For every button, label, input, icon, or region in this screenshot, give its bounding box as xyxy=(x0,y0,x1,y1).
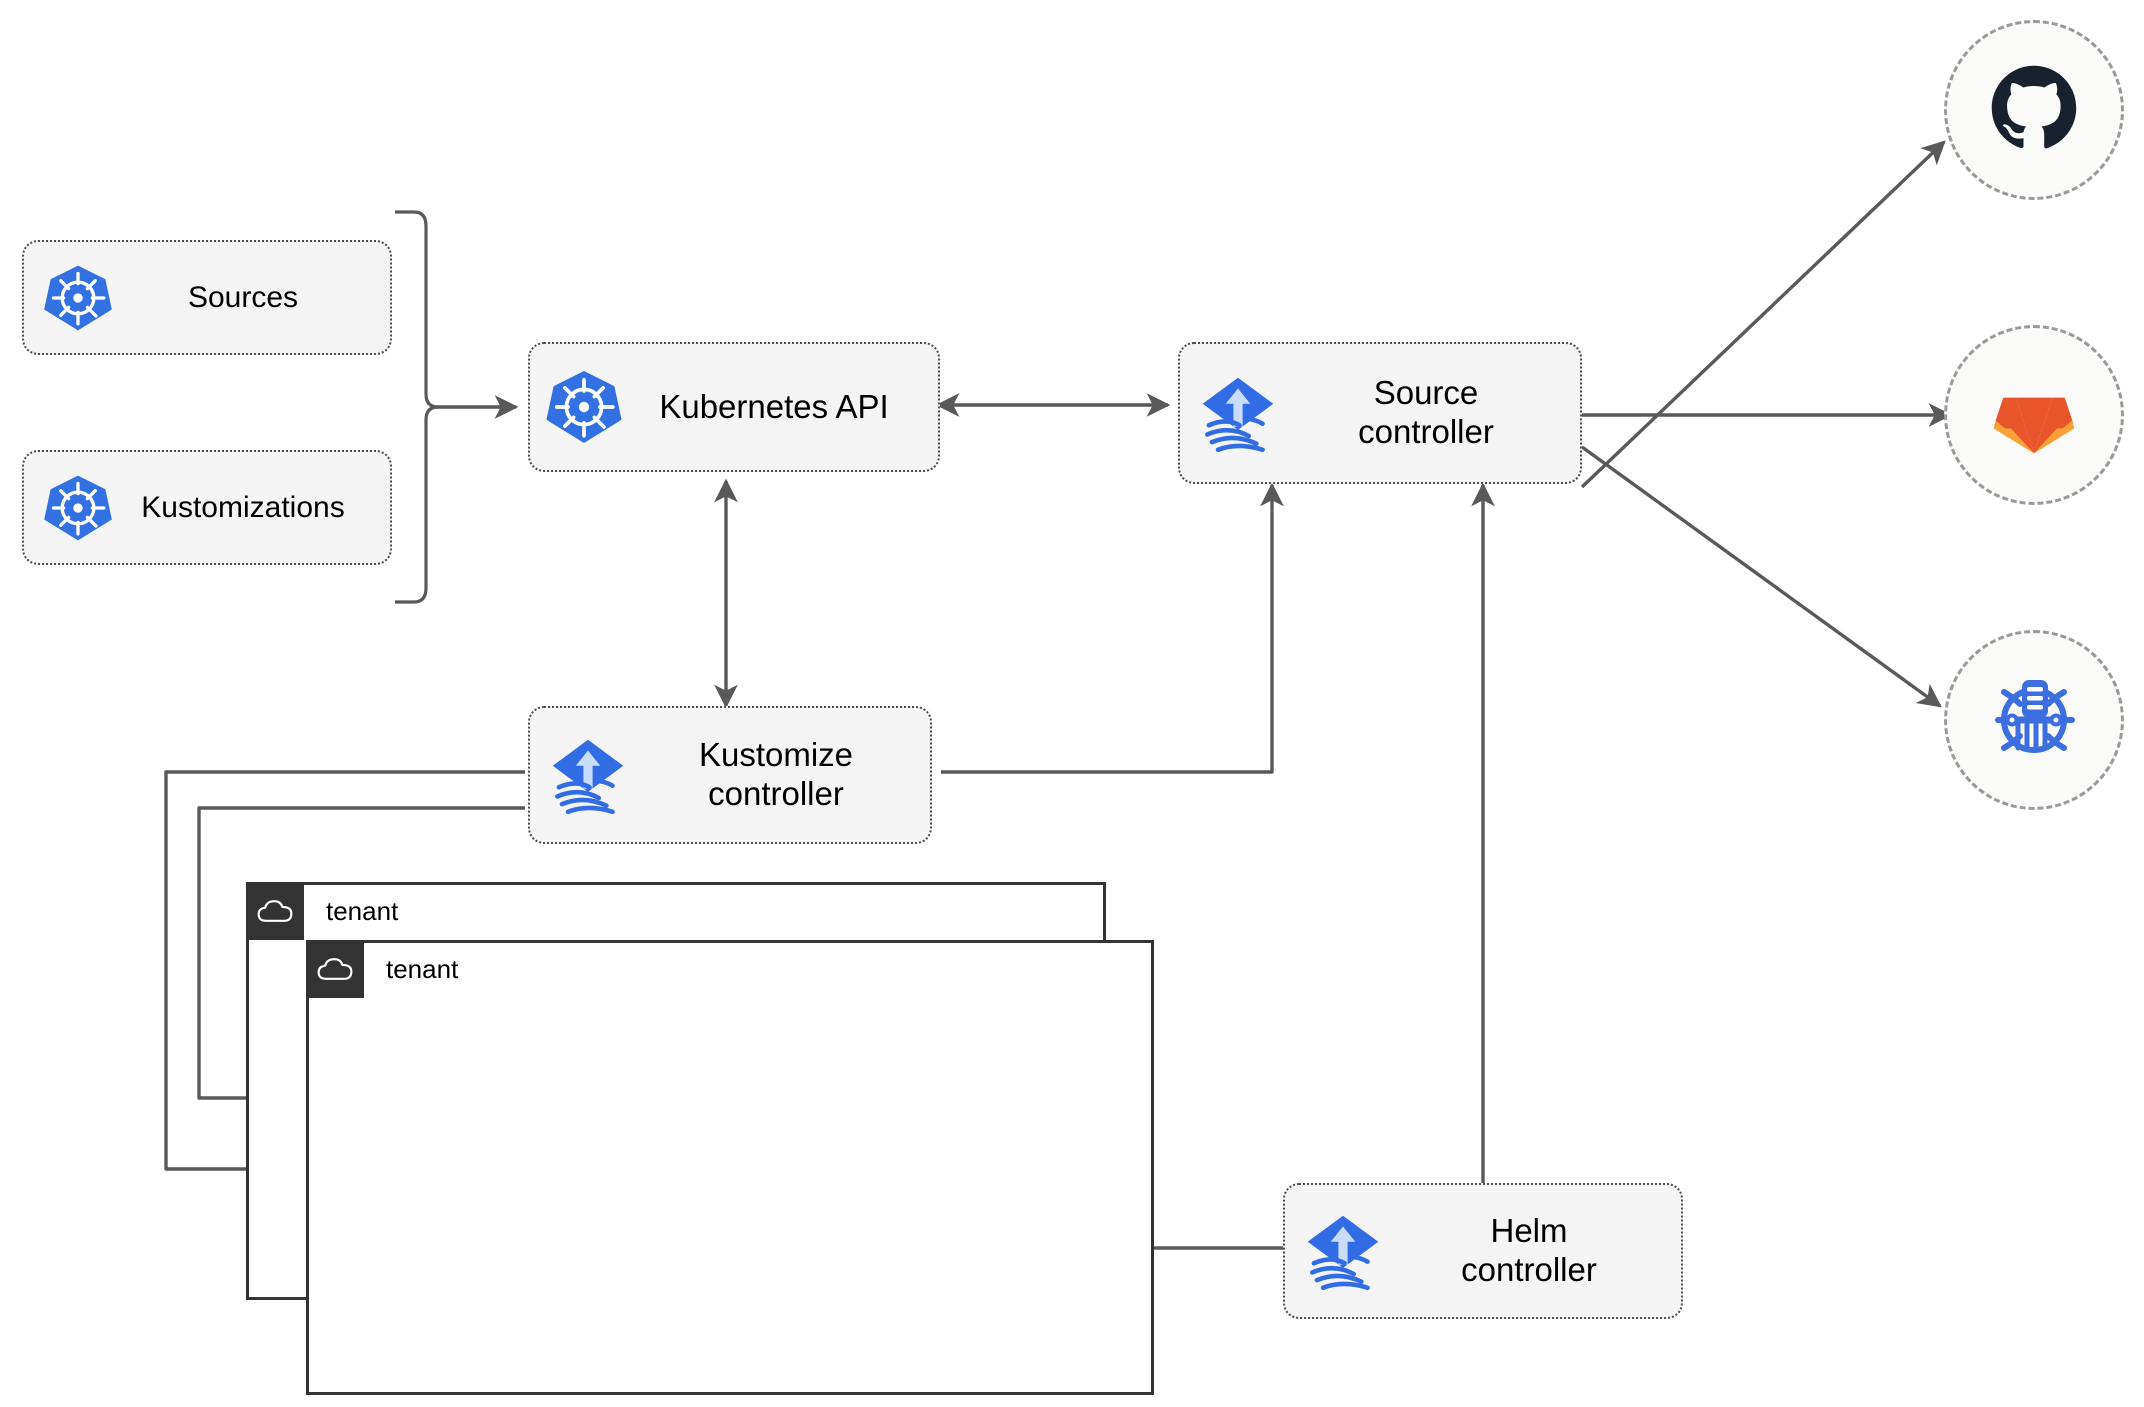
gitlab-icon xyxy=(1986,365,2082,466)
provider-helm-registry[interactable] xyxy=(1944,630,2124,810)
tenant-label: tenant xyxy=(326,896,399,926)
cloud-icon xyxy=(246,882,304,940)
kubernetes-icon xyxy=(42,472,114,544)
node-label: Kubernetes API xyxy=(659,387,889,425)
node-kubernetes-api[interactable]: Kubernetes API xyxy=(528,342,940,472)
node-label: Kustomizations xyxy=(141,490,345,524)
node-sources[interactable]: Sources xyxy=(22,240,392,355)
flux-icon xyxy=(1297,1205,1389,1297)
node-kustomizations[interactable]: Kustomizations xyxy=(22,450,392,565)
node-label: Helm controller xyxy=(1461,1212,1597,1288)
flux-icon xyxy=(542,729,634,821)
tenant-tab: tenant xyxy=(246,882,398,940)
kubernetes-icon xyxy=(42,262,114,334)
node-label: Sources xyxy=(187,280,299,314)
flux-icon xyxy=(1192,367,1284,459)
provider-github[interactable] xyxy=(1944,20,2124,200)
cloud-icon xyxy=(306,940,364,998)
kubernetes-icon xyxy=(544,367,624,447)
provider-gitlab[interactable] xyxy=(1944,325,2124,505)
tenant-tab: tenant xyxy=(306,940,458,998)
tenant-frame-inner[interactable]: tenant xyxy=(306,940,1154,1395)
wire-source-github xyxy=(1580,140,1946,489)
wire-kustomize-source xyxy=(941,482,1284,774)
node-helm-controller[interactable]: Helm controller xyxy=(1283,1183,1683,1319)
wire-source-registry xyxy=(1581,445,1942,708)
tenant-label: tenant xyxy=(386,954,459,984)
group-brace xyxy=(395,210,440,604)
node-source-controller[interactable]: Source controller xyxy=(1178,342,1582,484)
helm-registry-icon xyxy=(1984,668,2084,773)
github-icon xyxy=(1986,60,2082,161)
node-kustomize-controller[interactable]: Kustomize controller xyxy=(528,706,932,844)
node-label: Source controller xyxy=(1358,374,1494,450)
node-label: Kustomize controller xyxy=(698,736,854,812)
